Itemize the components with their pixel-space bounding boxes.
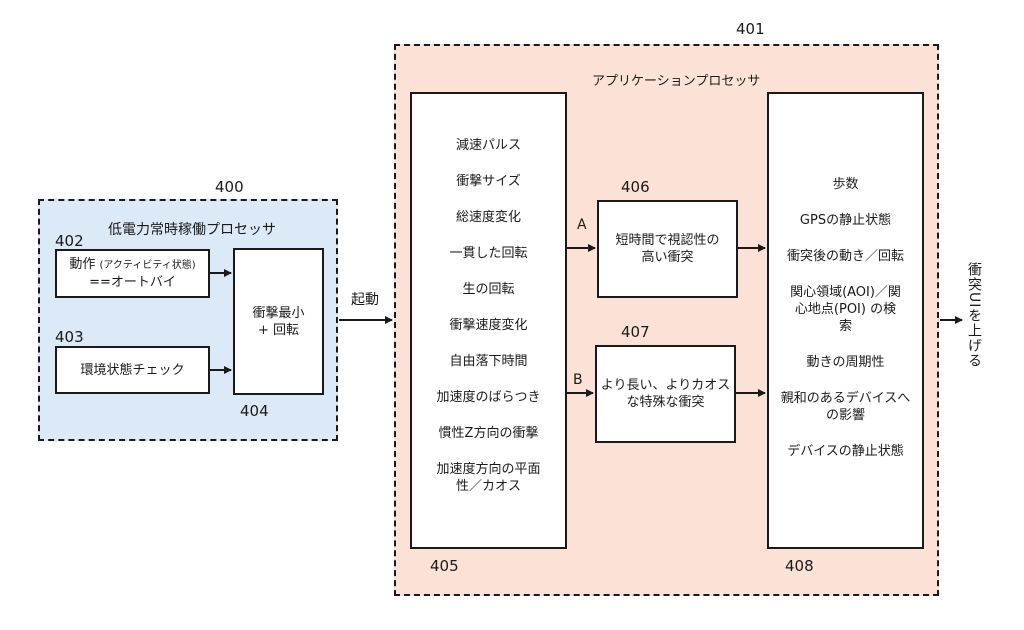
context-item: 親和のあるデバイスへ の影響 [780,391,911,423]
path-b-label: B [573,372,583,388]
context-item: 動きの周期性 [806,355,885,370]
activity-label: 動作 [69,257,96,272]
path-a-label: A [577,217,587,233]
long-impact-line1: より長い、よりカオス [600,378,731,393]
context-item: 衝突後の動き／回転 [786,249,904,264]
feature-item: 衝撃サイズ [456,174,521,189]
feature-item: 減速パルス [455,138,521,153]
context-item: デバイスの静止状態 [787,444,904,459]
low-power-processor-title: 低電力常時稼働プロセッサ [108,222,276,238]
context-features-list: 歩数 GPSの静止状態 衝突後の動き／回転 関心領域(AOI)／関 心地点(PO… [767,176,924,479]
feature-item: 生の回転 [462,282,515,297]
feature-item: 加速度方向の平面 性／カオス [436,462,541,494]
box-406-ref: 406 [621,178,650,196]
raise-impact-ui-label: 衝突UIを上げる [966,262,982,369]
box-407-ref: 407 [621,323,650,341]
context-item: GPSの静止状態 [799,213,892,228]
feature-item: 一貫した回転 [449,246,528,261]
feature-item: 自由落下時間 [449,354,528,369]
feature-item: 衝撃速度変化 [449,318,528,333]
box-402-ref: 402 [55,232,84,250]
context-item: 関心領域(AOI)／関 心地点(POI) の検 索 [790,285,901,334]
activity-state-box: 動作 (アクティビティ状態) ==オートバイ [55,249,210,298]
impact-min-line2: + 回転 [257,322,300,338]
region-400-ref: 400 [215,178,244,196]
short-impact-line1: 短時間で視認性の [615,233,720,248]
feature-item: 総速度変化 [455,210,521,225]
environment-check-box: 環境状態チェック [55,346,210,394]
box-404-ref: 404 [240,402,269,420]
long-chaotic-impact-box: より長い、よりカオス な特殊な衝突 [595,345,736,443]
activity-state-line1: 動作 (アクティビティ状態) [69,256,195,274]
context-item: 歩数 [832,177,859,192]
context-features-box [767,92,924,549]
short-impact-line2: 高い衝突 [641,250,694,265]
environment-check-label: 環境状態チェック [80,362,185,378]
impact-features-list: 減速パルス 衝撃サイズ 総速度変化 一貫した回転 生の回転 衝撃速度変化 自由落… [410,137,567,514]
impact-features-box [410,92,567,549]
activity-state-line2: ==オートバイ [89,275,176,290]
feature-item: 慣性Z方向の衝撃 [438,426,539,441]
start-label: 起動 [351,292,379,308]
long-impact-line2: な特殊な衝突 [626,395,705,410]
application-processor-title: アプリケーションプロセッサ [592,74,761,89]
activity-sublabel: (アクティビティ状態) [99,260,196,271]
box-408-ref: 408 [785,557,814,575]
impact-min-line1: 衝撃最小 [252,305,305,321]
impact-min-rotation-box: 衝撃最小 + 回転 [233,248,324,395]
short-visible-impact-box: 短時間で視認性の 高い衝突 [597,200,738,298]
region-401-ref: 401 [736,20,765,38]
box-403-ref: 403 [55,328,84,346]
box-405-ref: 405 [430,557,459,575]
feature-item: 加速度のばらつき [436,390,541,405]
